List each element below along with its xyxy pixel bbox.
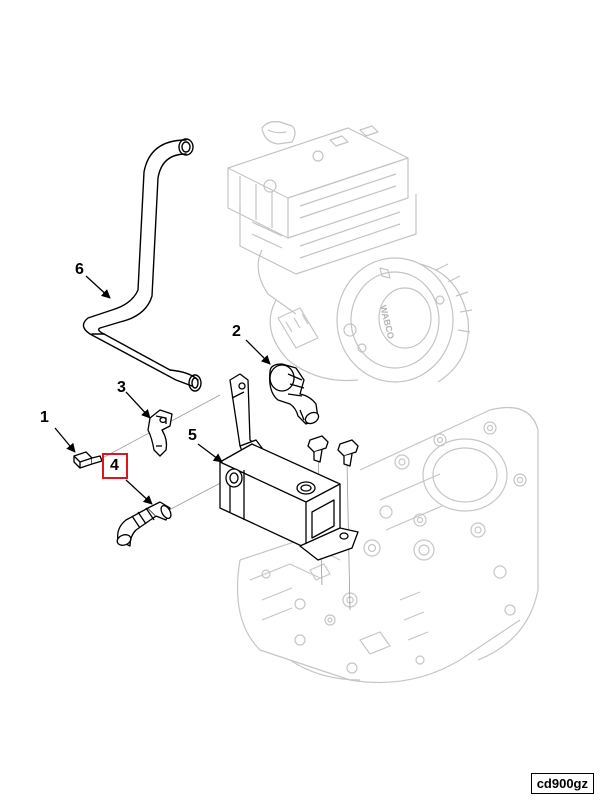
compressor-brand-lettering: WABCO <box>378 304 396 340</box>
air-compressor-ghost <box>227 121 473 383</box>
engine-block-ghost <box>236 406 539 684</box>
callout-1: 1 <box>40 409 49 426</box>
leader-arrow-5 <box>197 443 223 463</box>
callout-6: 6 <box>75 261 84 278</box>
elbow-connector-part <box>269 363 320 425</box>
cooler-module-part <box>219 373 359 561</box>
elbow-fitting-part <box>116 501 172 547</box>
callout-4-highlight-box <box>102 453 128 479</box>
bolt-part <box>73 451 103 469</box>
coolant-tube-part <box>82 138 202 392</box>
callout-5: 5 <box>188 427 197 444</box>
mounting-bolts <box>307 435 359 467</box>
leader-arrow-6 <box>85 275 111 299</box>
callout-3: 3 <box>117 379 126 396</box>
callout-2: 2 <box>232 323 241 340</box>
callout-4: 4 <box>110 457 119 474</box>
leader-arrow-2 <box>245 339 271 365</box>
leader-arrows <box>54 275 271 505</box>
figure-code-label: cd900gz <box>530 773 594 794</box>
clamp-part <box>147 409 173 457</box>
leader-arrow-1 <box>54 427 76 453</box>
leader-arrow-4 <box>125 479 153 505</box>
leader-arrow-3 <box>125 391 151 419</box>
